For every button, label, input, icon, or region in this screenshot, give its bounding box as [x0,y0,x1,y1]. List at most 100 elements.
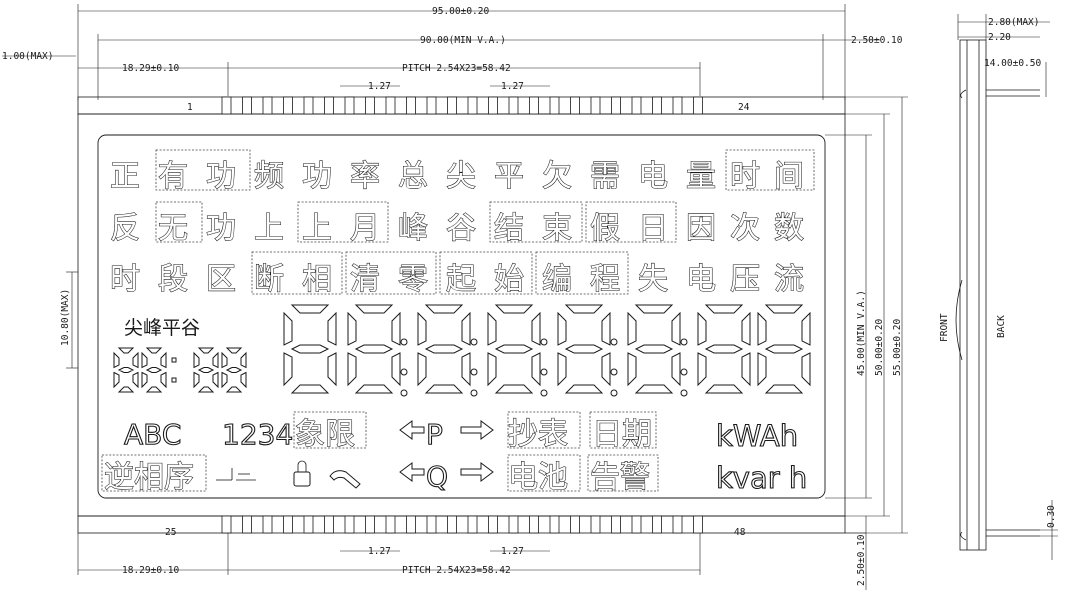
digit-segment [634,384,674,394]
lcd-char: 相 [302,262,332,297]
bottom-pin [283,515,293,534]
pin-label-1: 1 [187,102,193,113]
digit-segment [117,386,135,393]
dim-pin-spacing-top-2: 1.27 [501,81,524,92]
active-power-p: P [426,418,443,451]
lcd-row-3: 时 段 区 断 相 清 零 起 始 编 程 失 电 压 流 [109,251,805,298]
digit-segment [697,311,707,346]
dim-view-area: 90.00(MIN V.A.) [420,35,506,46]
digit-segment [601,311,611,346]
dim-pin-spacing-top-1: 1.27 [368,81,391,92]
lcd-char: 率 [350,159,380,194]
digit-segment [417,311,427,346]
digit-segment [697,352,707,387]
top-pin [652,96,662,115]
bottom-pin [631,515,642,534]
side-label-back: BACK [996,315,1007,338]
colon-dot [540,368,548,376]
top-pin [283,96,293,115]
bottom-pin [652,515,662,534]
digit-segment [354,344,394,354]
dim-pitch-top: PITCH 2.54X23=58.42 [402,63,511,74]
digit-segment [531,311,541,346]
digit-segment [290,384,330,394]
digit-segment [225,347,243,354]
top-pin [508,96,519,115]
bottom-pin [426,515,437,534]
digit-segment [117,367,135,373]
digit-segment [225,386,243,393]
seven-segment-digit [697,304,751,394]
lcd-char: 束 [542,211,572,246]
dim-bottom-margin: 2.50±0.10 [856,534,867,586]
colon-dot [680,368,688,376]
digit-segment [764,344,804,354]
top-pin [590,96,601,115]
reactive-power-q: Q [426,460,448,493]
digit-segment [225,367,243,373]
decimal-point [470,389,478,397]
digit-segment [461,311,471,346]
digit-segment [461,352,471,387]
lcd-char: 编 [542,262,572,297]
dim-top-max: 1.00(MAX) [2,51,53,62]
digit-segment [757,311,767,346]
digit-segment [424,304,464,314]
lcd-char: 量 [686,159,716,194]
view-area [97,134,826,499]
seven-segment-digit [283,304,337,394]
top-pin [611,96,621,115]
lcd-char: 间 [774,159,804,194]
lcd-char: 尖 [446,159,476,194]
lcd-char: 正 [110,159,140,194]
lcd-char: 断 [254,262,284,297]
q-right-arrow-icon [460,462,494,482]
lcd-char: 日 [638,211,668,246]
top-pin [385,96,396,115]
colon-dot [610,368,618,376]
top-pin [426,96,437,115]
top-pin [549,96,560,115]
ground-icon [216,468,256,481]
digit-segment [327,352,337,387]
bottom-pin [508,515,519,534]
lcd-char: 上 [302,211,332,246]
digit-segment [240,351,247,369]
lcd-char: 失 [638,262,668,297]
digit-segment [117,347,135,354]
seven-segment-digit [193,347,219,393]
seven-segment-digit [757,304,811,394]
decimal-point [540,389,548,397]
digit-segment [704,384,744,394]
bottom-pin [570,515,580,534]
lcd-char: 段 [158,262,188,297]
bottom-pin [262,515,273,534]
bottom-pin [529,515,539,534]
bottom-pin [549,515,560,534]
digit-segment [424,384,464,394]
main-digit-group [283,304,811,397]
digit-segment [671,352,681,387]
lcd-char: 区 [206,262,236,297]
colon-dot [540,338,548,346]
unit-kvarh: kvar h [716,461,807,495]
quadrant-label: 象限 [295,417,355,452]
lcd-char: 功 [206,159,236,194]
lcd-char: 程 [590,262,620,297]
digit-segment [160,371,167,389]
dim-pitch-bottom: PITCH 2.54X23=58.42 [402,565,511,576]
top-dimension-lines: 95.00±0.20 90.00(MIN V.A.) 2.50±0.10 1.0… [2,4,903,100]
bottom-pin [467,515,478,534]
meter-read-label: 抄表 [508,417,568,452]
digit-segment [627,311,637,346]
pin-label-48: 48 [734,527,746,538]
colon-dot [680,338,688,346]
digit-segment [141,351,148,369]
lcd-char: 需 [590,159,620,194]
q-left-arrow-icon [399,462,425,482]
lcd-char: 欠 [542,159,572,194]
pin-label-24: 24 [738,102,750,113]
lcd-char: 峰 [398,211,428,246]
digit-segment [531,352,541,387]
lcd-char: 数 [774,211,804,246]
